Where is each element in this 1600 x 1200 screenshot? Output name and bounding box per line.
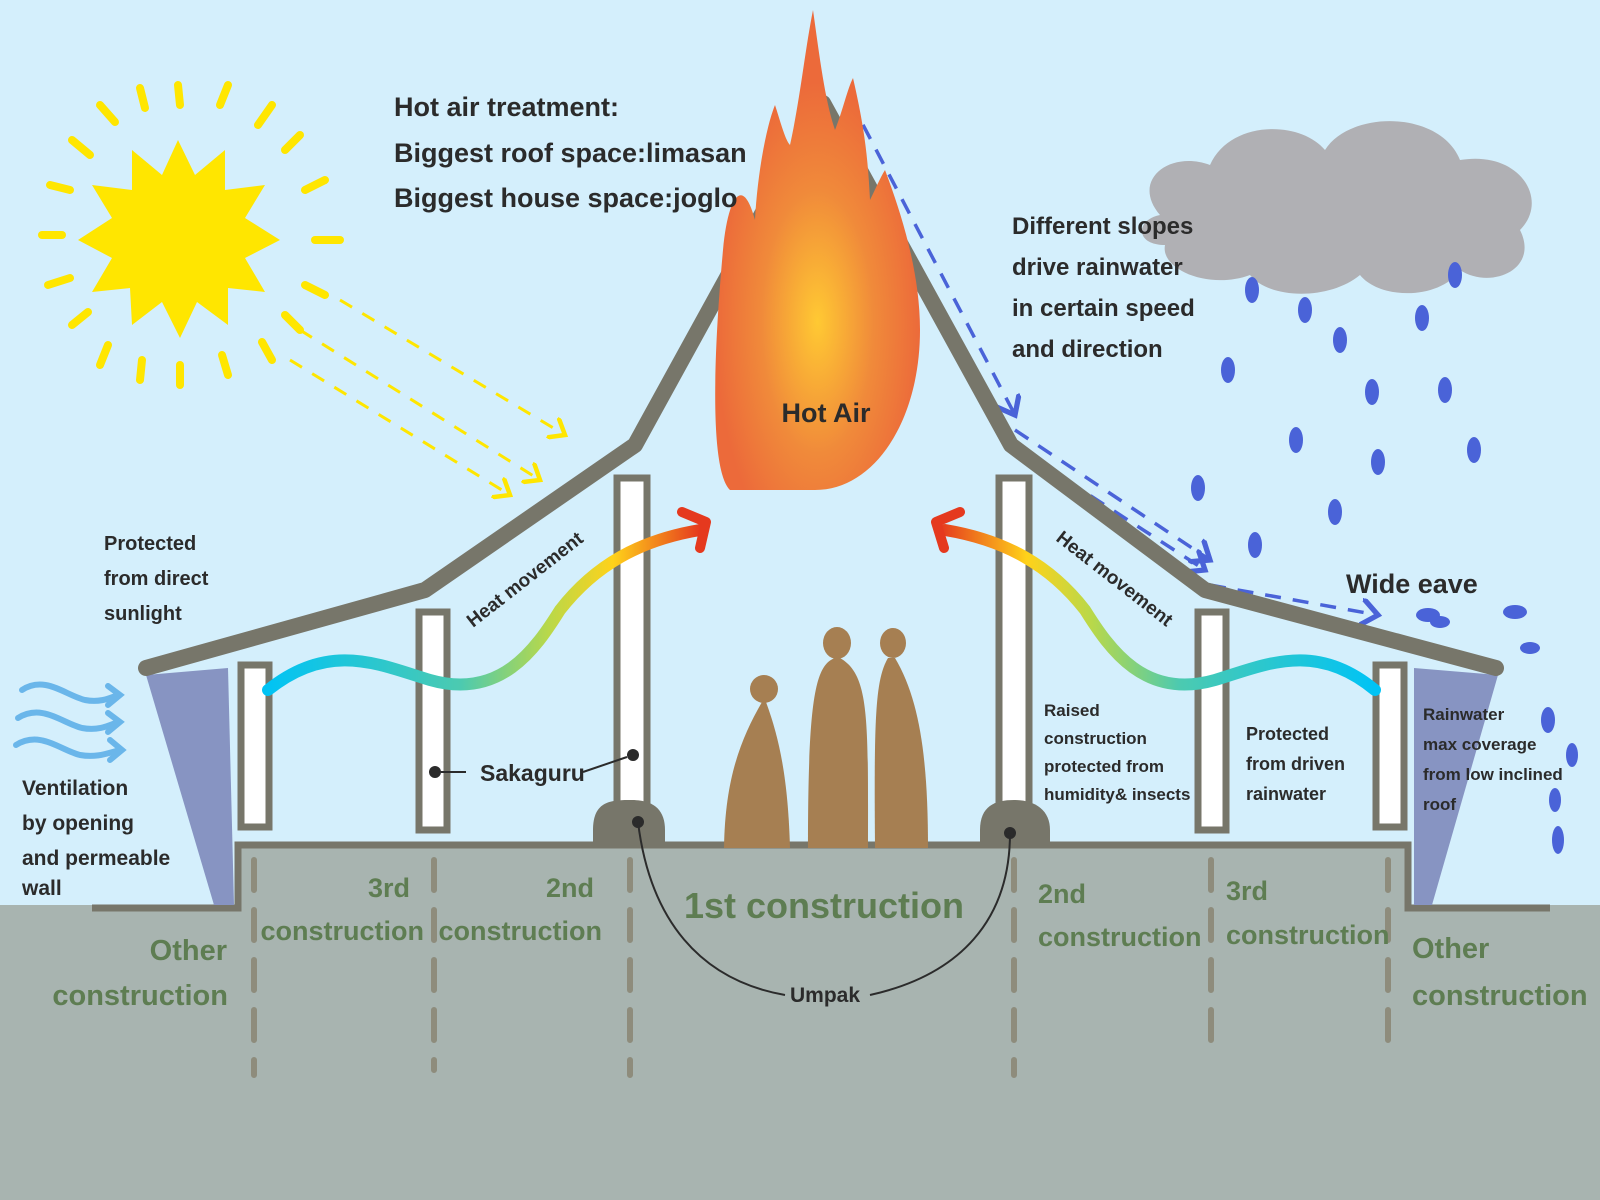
- driven-rain-note-line: Protected: [1246, 724, 1329, 744]
- raised-note-line: construction: [1044, 729, 1147, 748]
- zone-3rd-left-label: construction: [260, 916, 424, 946]
- sun-note-line: Protected: [104, 533, 196, 555]
- column: [415, 608, 451, 834]
- zone-2nd-right-label: construction: [1038, 922, 1202, 952]
- person-icon: [823, 627, 851, 659]
- zone-3rd-left-label: 3rd: [368, 873, 410, 903]
- left-permeable-wall: [146, 668, 234, 905]
- heat-wave-left: [262, 524, 706, 696]
- cloud-icon: [1141, 121, 1532, 294]
- person-icon: [724, 702, 790, 848]
- sakaguru-label: Sakaguru: [480, 760, 585, 786]
- column: [1372, 661, 1408, 831]
- raised-note-line: Raised: [1044, 701, 1100, 720]
- ground: [0, 905, 1600, 1200]
- title-line-3: Biggest house space:joglo: [394, 183, 738, 213]
- rain-drops: [1191, 262, 1578, 854]
- ventilation-note-line: Ventilation: [22, 777, 128, 800]
- sun-icon: [38, 81, 344, 389]
- coverage-note-line: roof: [1423, 795, 1456, 814]
- title-line-1: Hot air treatment:: [394, 92, 619, 122]
- zone-other-left-label: construction: [52, 980, 228, 1012]
- heat-movement-right-label: Heat movement: [1052, 527, 1177, 631]
- zone-2nd-left-label: construction: [438, 916, 602, 946]
- rain-note-line: in certain speed: [1012, 295, 1195, 322]
- flame-icon: [715, 10, 920, 490]
- heat-wave-right: [939, 524, 1381, 696]
- umpak-base-right: [980, 800, 1050, 848]
- umpak-base-left: [593, 800, 665, 848]
- raised-note-line: humidity& insects: [1044, 785, 1190, 804]
- wind-icon: [13, 681, 127, 763]
- column: [995, 474, 1033, 812]
- hot-air-label: Hot Air: [782, 398, 871, 428]
- coverage-note-line: max coverage: [1423, 735, 1536, 754]
- driven-rain-note-line: rainwater: [1246, 784, 1326, 804]
- rain-note-line: and direction: [1012, 336, 1163, 363]
- sun-note-line: from direct: [104, 568, 209, 590]
- zone-1st-label: 1st construction: [684, 885, 964, 926]
- zone-other-right-label: Other: [1412, 933, 1489, 965]
- person-icon: [880, 628, 906, 658]
- umpak-leaders: [632, 816, 1016, 996]
- sun-note-line: sunlight: [104, 603, 182, 625]
- person-icon: [808, 658, 869, 848]
- heat-arrow-right: [931, 507, 965, 553]
- rain-note-line: drive rainwater: [1012, 254, 1183, 281]
- wide-eave-label: Wide eave: [1346, 569, 1478, 599]
- people-figures: [724, 627, 928, 848]
- heat-arrow-left: [677, 507, 711, 553]
- sakaguru-leaders: [429, 749, 639, 778]
- rain-note-line: Different slopes: [1012, 213, 1193, 240]
- raised-note-line: protected from: [1044, 757, 1164, 776]
- zone-other-right-label: construction: [1412, 980, 1588, 1012]
- zone-2nd-right-label: 2nd: [1038, 879, 1086, 909]
- ventilation-note-line: wall: [21, 877, 62, 900]
- zone-other-left-label: Other: [150, 935, 227, 967]
- title-line-2: Biggest roof space:limasan: [394, 138, 747, 168]
- ventilation-note-line: by opening: [22, 812, 134, 835]
- coverage-note-line: from low inclined: [1423, 765, 1563, 784]
- zone-2nd-left-label: 2nd: [546, 873, 594, 903]
- zone-dividers: [251, 857, 1391, 1078]
- coverage-note-line: Rainwater: [1423, 705, 1505, 724]
- person-icon: [750, 675, 778, 703]
- zone-3rd-right-label: construction: [1226, 920, 1390, 950]
- ventilation-note-line: and permeable: [22, 847, 170, 870]
- driven-rain-note-line: from driven: [1246, 754, 1345, 774]
- sunlight-rays: [289, 298, 565, 495]
- platform: [238, 845, 1408, 905]
- column: [1194, 608, 1230, 834]
- umpak-label: Umpak: [790, 984, 860, 1007]
- person-icon: [874, 658, 928, 848]
- right-permeable-wall: [1414, 668, 1498, 905]
- zone-3rd-right-label: 3rd: [1226, 876, 1268, 906]
